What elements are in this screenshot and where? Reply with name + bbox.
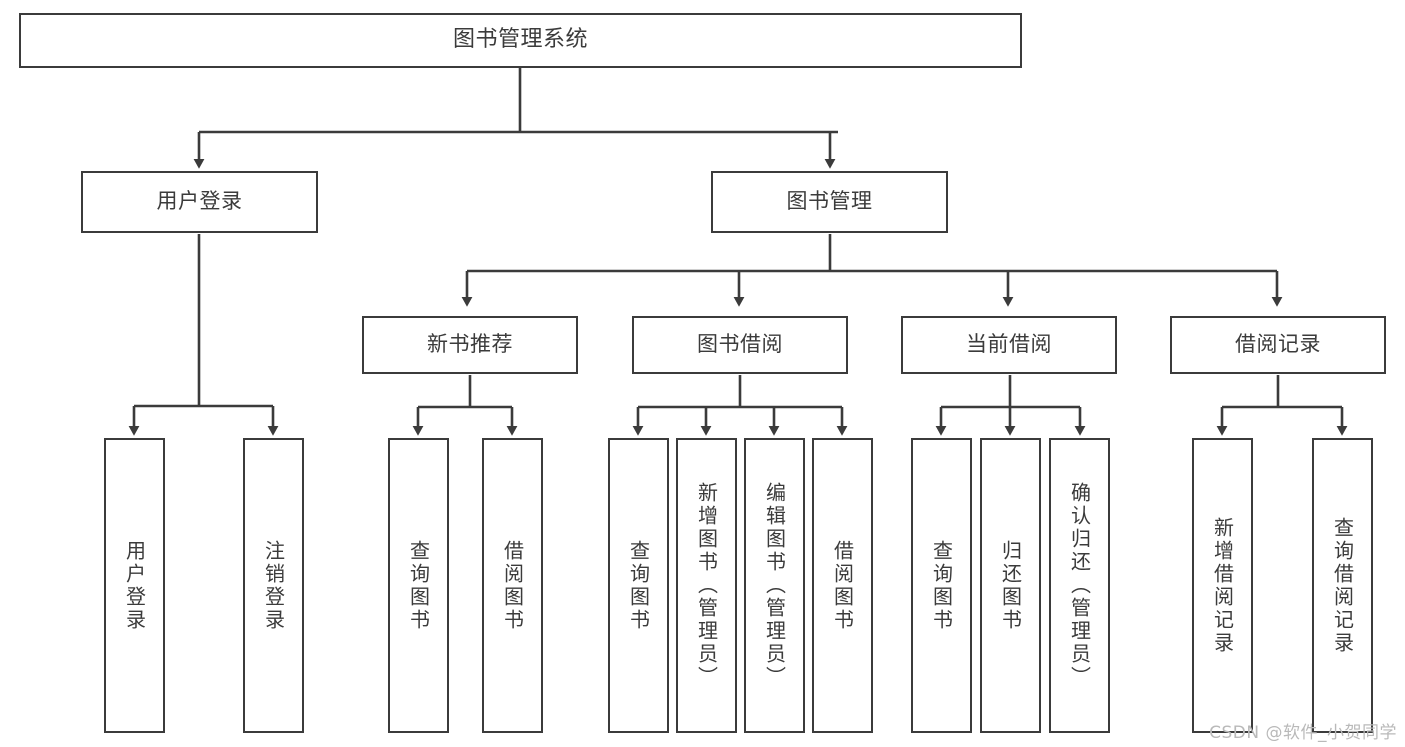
node-root-system[interactable]: 图书管理系统 — [19, 13, 1022, 68]
node-label: 新书推荐 — [427, 332, 513, 357]
node-label: 图书管理 — [786, 189, 873, 214]
leaf-edit-book[interactable]: 编辑图书（管理员） — [744, 438, 805, 733]
leaf-query-borrow-record[interactable]: 查询借阅记录 — [1312, 438, 1373, 733]
node-label: 借阅记录 — [1235, 332, 1321, 357]
node-label: 查询图书 — [626, 539, 651, 632]
leaf-user-login[interactable]: 用户登录 — [104, 438, 165, 733]
node-label: 归还图书 — [998, 539, 1023, 632]
node-label: 查询图书 — [406, 539, 431, 632]
leaf-add-borrow-record[interactable]: 新增借阅记录 — [1192, 438, 1253, 733]
node-user-login[interactable]: 用户登录 — [81, 171, 318, 233]
node-new-book-recommendation[interactable]: 新书推荐 — [362, 316, 578, 374]
node-label: 图书借阅 — [697, 332, 783, 357]
leaf-return-book[interactable]: 归还图书 — [980, 438, 1041, 733]
leaf-borrow-book-2[interactable]: 借阅图书 — [812, 438, 873, 733]
leaf-logout[interactable]: 注销登录 — [243, 438, 304, 733]
node-label: 查询借阅记录 — [1330, 516, 1355, 655]
node-label: 编辑图书（管理员） — [762, 482, 787, 689]
leaf-confirm-return[interactable]: 确认归还（管理员） — [1049, 438, 1110, 733]
leaf-query-book-1[interactable]: 查询图书 — [388, 438, 449, 733]
node-current-borrow[interactable]: 当前借阅 — [901, 316, 1117, 374]
node-label: 用户登录 — [156, 189, 243, 214]
node-label: 新增图书（管理员） — [694, 482, 719, 689]
node-label: 查询图书 — [929, 539, 954, 632]
node-book-borrow[interactable]: 图书借阅 — [632, 316, 848, 374]
node-label: 新增借阅记录 — [1210, 516, 1235, 655]
leaf-add-book[interactable]: 新增图书（管理员） — [676, 438, 737, 733]
node-label: 用户登录 — [122, 539, 147, 632]
node-label: 当前借阅 — [966, 332, 1052, 357]
csdn-watermark: CSDN @软件_小贺同学 — [1209, 723, 1397, 743]
node-book-management[interactable]: 图书管理 — [711, 171, 948, 233]
leaf-query-book-3[interactable]: 查询图书 — [911, 438, 972, 733]
node-label: 借阅图书 — [500, 539, 525, 632]
node-label: 确认归还（管理员） — [1067, 482, 1092, 689]
node-borrow-record[interactable]: 借阅记录 — [1170, 316, 1386, 374]
node-label: 借阅图书 — [830, 539, 855, 632]
node-label: 注销登录 — [261, 539, 286, 632]
leaf-borrow-book-1[interactable]: 借阅图书 — [482, 438, 543, 733]
node-label: 图书管理系统 — [452, 27, 588, 53]
leaf-query-book-2[interactable]: 查询图书 — [608, 438, 669, 733]
